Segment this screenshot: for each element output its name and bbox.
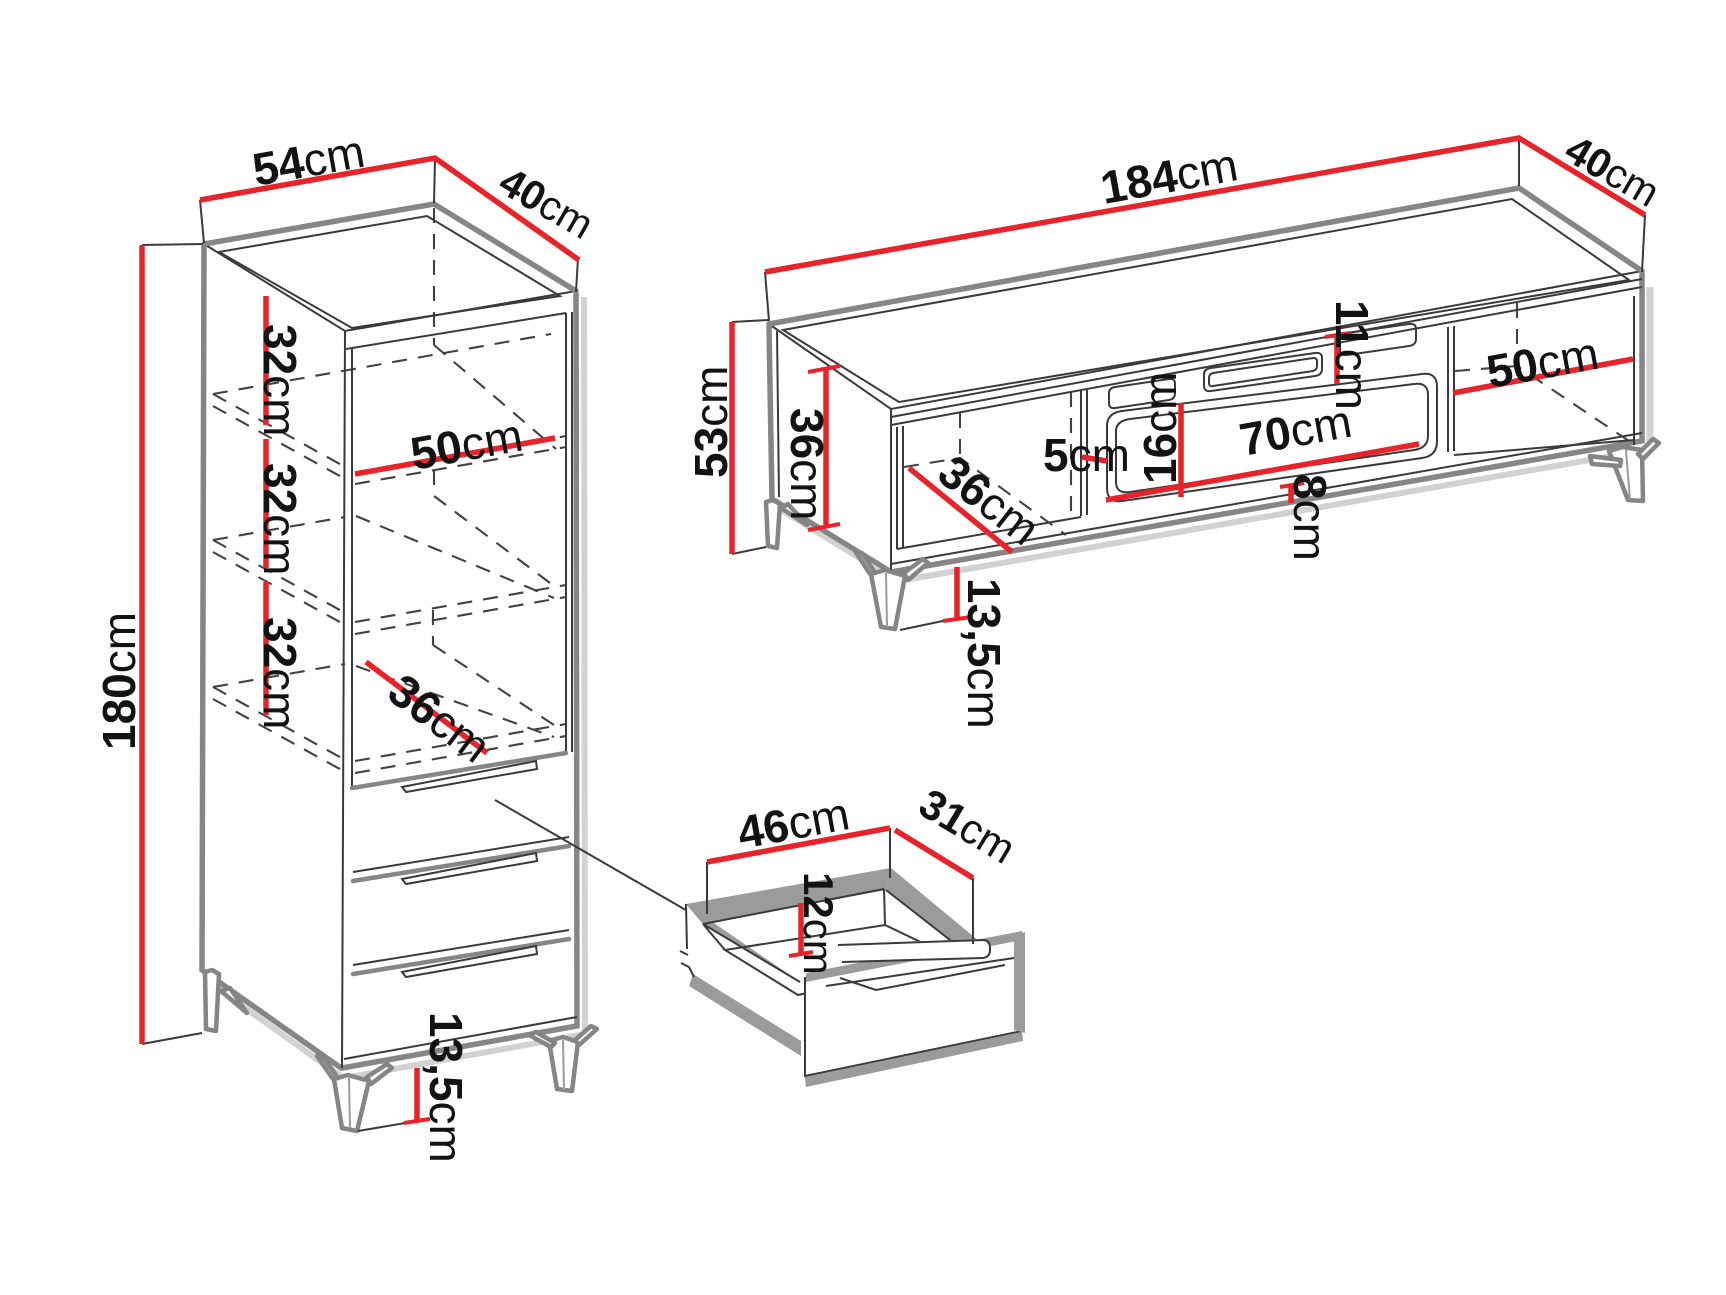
svg-text:13,5cm: 13,5cm xyxy=(958,578,1010,729)
svg-text:16cm: 16cm xyxy=(1134,372,1186,485)
svg-text:8cm: 8cm xyxy=(1284,474,1336,561)
svg-text:180cm: 180cm xyxy=(93,612,145,750)
svg-text:32cm: 32cm xyxy=(254,617,306,730)
svg-text:11cm: 11cm xyxy=(1326,300,1378,410)
svg-text:32cm: 32cm xyxy=(254,463,306,576)
svg-text:12cm: 12cm xyxy=(795,872,842,975)
svg-text:13,5cm: 13,5cm xyxy=(420,1012,472,1163)
svg-text:32cm: 32cm xyxy=(254,324,306,437)
svg-text:53cm: 53cm xyxy=(685,366,737,479)
svg-text:5cm: 5cm xyxy=(1043,429,1130,481)
svg-text:36cm: 36cm xyxy=(781,408,833,521)
